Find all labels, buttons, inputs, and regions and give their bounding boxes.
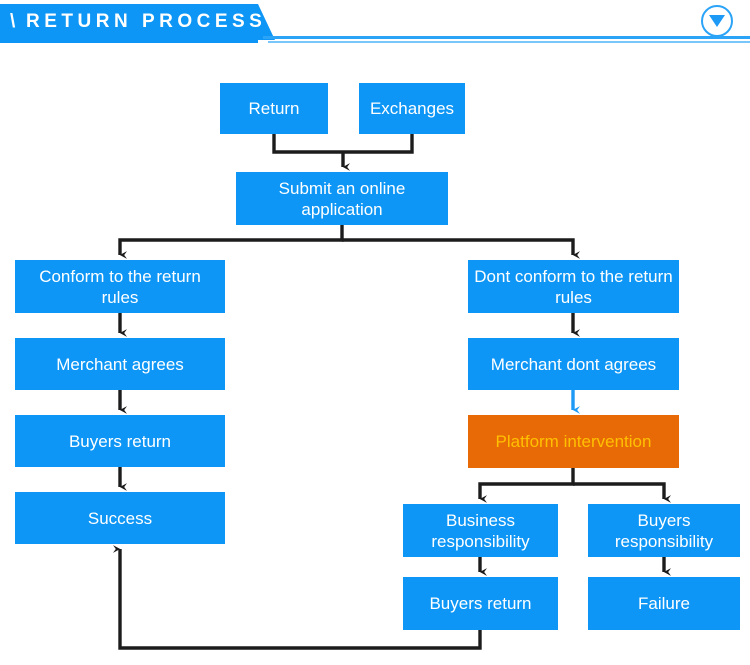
node-buyers-responsibility[interactable]: Buyers responsibility xyxy=(588,504,740,557)
header-rule-thin xyxy=(268,41,750,43)
node-buyers-return-left[interactable]: Buyers return xyxy=(15,415,225,467)
chevron-down-circle-icon[interactable] xyxy=(701,5,733,37)
node-buyers-return-right[interactable]: Buyers return xyxy=(403,577,558,630)
node-dont-conform-to-return-rules[interactable]: Dont conform to the return rules xyxy=(468,260,679,313)
node-failure[interactable]: Failure xyxy=(588,577,740,630)
node-exchanges[interactable]: Exchanges xyxy=(359,83,465,134)
node-merchant-agrees[interactable]: Merchant agrees xyxy=(15,338,225,390)
header-banner-shape xyxy=(0,4,275,40)
flow-connectors xyxy=(113,134,671,650)
node-platform-intervention[interactable]: Platform intervention xyxy=(468,415,679,468)
node-business-responsibility[interactable]: Business responsibility xyxy=(403,504,558,557)
banner-slash-mark: \ xyxy=(10,11,16,32)
flowchart: Return Exchanges Submit an online applic… xyxy=(0,52,750,665)
page-title: RETURN PROCESS xyxy=(26,11,267,32)
header-banner-base xyxy=(0,40,258,43)
node-conform-to-return-rules[interactable]: Conform to the return rules xyxy=(15,260,225,313)
chevron-down-triangle xyxy=(709,15,725,27)
node-submit-online-application[interactable]: Submit an online application xyxy=(236,172,448,225)
node-merchant-dont-agrees[interactable]: Merchant dont agrees xyxy=(468,338,679,390)
page-header: \ RETURN PROCESS xyxy=(0,0,750,52)
node-return[interactable]: Return xyxy=(220,83,328,134)
node-success[interactable]: Success xyxy=(15,492,225,544)
header-rule-thick xyxy=(263,36,750,39)
